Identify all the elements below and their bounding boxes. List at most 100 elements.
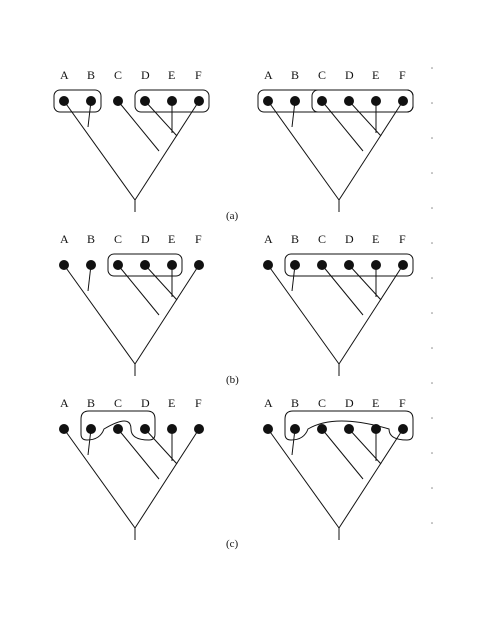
taxon-label-a: A [60,68,69,82]
edge-c [321,264,364,316]
leaf-dot-f [194,260,204,270]
group-outlines [107,253,183,277]
edge-f [134,264,200,365]
edge-a [267,100,340,201]
caption-c: (c) [226,538,239,550]
group-outlines [53,89,210,113]
tree-edges [63,428,200,540]
margin-dot [431,137,433,139]
tree-edges [267,100,404,212]
edge-f [338,264,404,365]
leaf-dot-d [344,260,354,270]
taxon-label-e: E [168,232,175,246]
taxon-label-e: E [372,68,379,82]
group-outlines [284,410,414,441]
leaf-dot-c [113,260,123,270]
leaf-dots [263,424,408,434]
taxon-label-e: E [168,68,175,82]
taxon-label-c: C [318,232,326,246]
taxon-label-a: A [264,396,273,410]
caption-a: (a) [226,210,239,222]
edge-a [63,428,136,529]
leaf-dot-d [140,96,150,106]
taxon-label-d: D [141,396,150,410]
group-outlines [257,89,414,113]
leaf-dot-e [167,260,177,270]
margin-dot [431,102,433,104]
leaf-dot-f [194,424,204,434]
margin-dot [431,347,433,349]
group-outline-1 [311,89,414,113]
leaf-dot-b [290,260,300,270]
margin-dot [431,487,433,489]
margin-dot [431,277,433,279]
margin-dot [431,172,433,174]
edge-f [134,428,200,529]
group-outlines [80,410,156,441]
taxon-label-d: D [345,396,354,410]
group-outline-0 [257,89,414,113]
leaf-dots [59,260,204,270]
taxon-label-b: B [87,232,95,246]
taxon-label-f: F [195,396,202,410]
leaf-dots [59,96,204,106]
edge-a [63,264,136,365]
taxon-label-c: C [114,396,122,410]
margin-dot [431,67,433,69]
margin-dot [431,312,433,314]
edge-f [338,428,404,529]
leaf-dot-a [263,424,273,434]
leaf-dot-e [371,96,381,106]
group-outlines [284,253,414,277]
leaf-dot-e [371,260,381,270]
leaf-dot-d [344,96,354,106]
leaf-dots [263,96,408,106]
group-outline-1 [134,89,210,113]
margin-dot [431,242,433,244]
taxon-label-b: B [291,396,299,410]
leaf-dot-c [113,96,123,106]
leaf-dot-a [59,260,69,270]
leaf-dot-a [263,96,273,106]
margin-dot [431,417,433,419]
leaf-dot-a [59,96,69,106]
taxon-label-f: F [399,396,406,410]
leaf-dots [59,424,204,434]
tree-edges [267,428,404,540]
leaf-dot-b [290,424,300,434]
edge-f [134,100,200,201]
leaf-dot-b [86,260,96,270]
caption-b: (b) [226,374,239,386]
group-outline-notched [284,410,414,441]
edge-c [321,100,364,152]
taxon-label-d: D [345,68,354,82]
leaf-dot-e [167,96,177,106]
right-margin-marks [431,67,433,524]
taxon-label-b: B [291,232,299,246]
taxon-label-b: B [87,68,95,82]
taxon-label-c: C [114,232,122,246]
taxon-label-c: C [318,68,326,82]
edge-c [117,264,160,316]
leaf-dot-c [317,96,327,106]
taxon-label-a: A [264,232,273,246]
tree-edges [63,100,200,212]
leaf-dot-c [317,424,327,434]
taxon-label-c: C [318,396,326,410]
taxon-label-f: F [399,68,406,82]
leaf-dot-b [86,424,96,434]
taxon-label-e: E [168,396,175,410]
taxon-label-a: A [264,68,273,82]
leaf-dots [263,260,408,270]
taxon-label-f: F [195,68,202,82]
leaf-dot-f [398,260,408,270]
tree-edges [267,264,404,376]
taxon-label-d: D [141,68,150,82]
leaf-dot-d [140,260,150,270]
leaf-dot-a [59,424,69,434]
